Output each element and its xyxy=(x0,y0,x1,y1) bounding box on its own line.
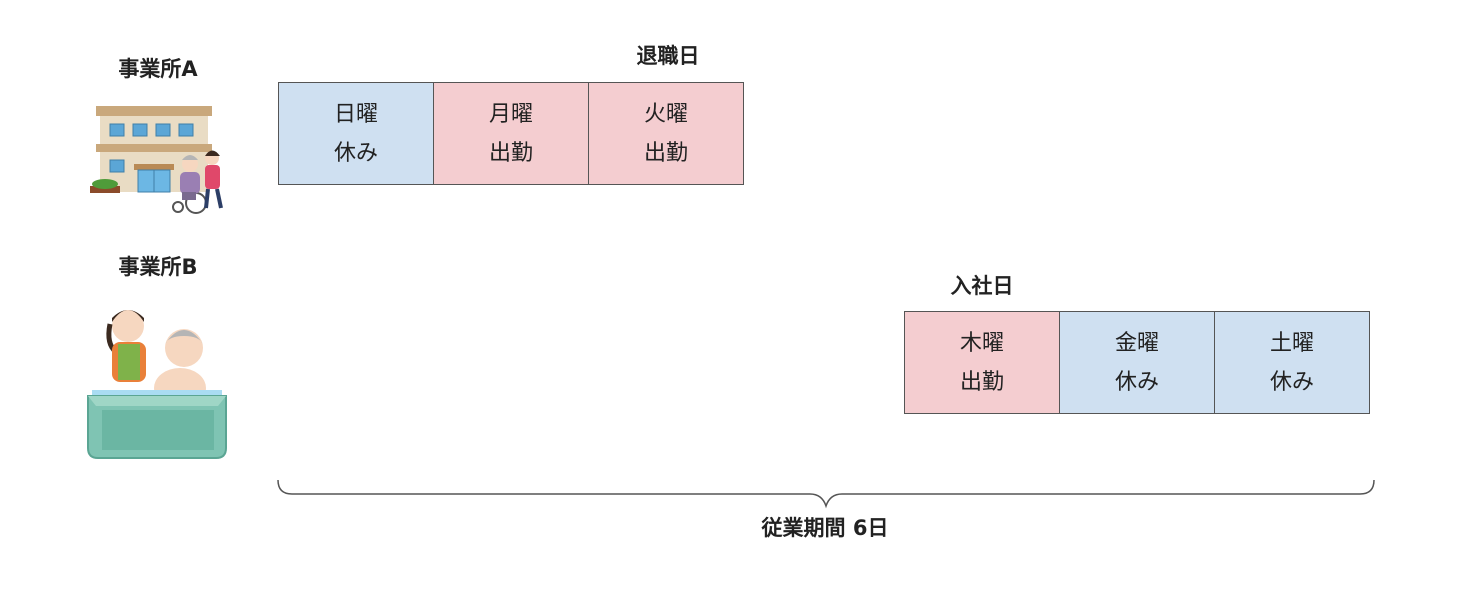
retirement-day-label: 退職日 xyxy=(636,44,700,68)
office-b-label: 事業所B xyxy=(118,255,198,279)
joining-day-label: 入社日 xyxy=(950,274,1014,298)
employment-period-label: 従業期間 6日 xyxy=(761,516,889,540)
bathing-care-icon xyxy=(82,300,232,469)
day-status: 出勤 xyxy=(959,369,1004,395)
day-status: 休み xyxy=(1269,369,1314,395)
day-cell: 木曜 出勤 xyxy=(904,311,1060,414)
day-name: 月曜 xyxy=(488,101,533,127)
office-a-label: 事業所A xyxy=(118,57,198,81)
day-status: 休み xyxy=(333,140,378,166)
day-cell: 月曜 出勤 xyxy=(433,82,589,185)
day-name: 火曜 xyxy=(643,101,688,127)
day-name: 金曜 xyxy=(1114,330,1159,356)
day-cell: 土曜 休み xyxy=(1214,311,1370,414)
care-facility-building-icon xyxy=(86,100,226,219)
day-name: 日曜 xyxy=(333,101,378,127)
period-brace xyxy=(277,479,1375,509)
day-cell: 日曜 休み xyxy=(278,82,434,185)
day-cell: 火曜 出勤 xyxy=(588,82,744,185)
office-b-day-row: 木曜 出勤 金曜 休み 土曜 休み xyxy=(904,311,1370,414)
day-cell: 金曜 休み xyxy=(1059,311,1215,414)
day-status: 出勤 xyxy=(643,140,688,166)
day-status: 出勤 xyxy=(488,140,533,166)
day-name: 木曜 xyxy=(959,330,1004,356)
office-a-day-row: 日曜 休み 月曜 出勤 火曜 出勤 xyxy=(278,82,744,185)
day-status: 休み xyxy=(1114,369,1159,395)
day-name: 土曜 xyxy=(1269,330,1314,356)
